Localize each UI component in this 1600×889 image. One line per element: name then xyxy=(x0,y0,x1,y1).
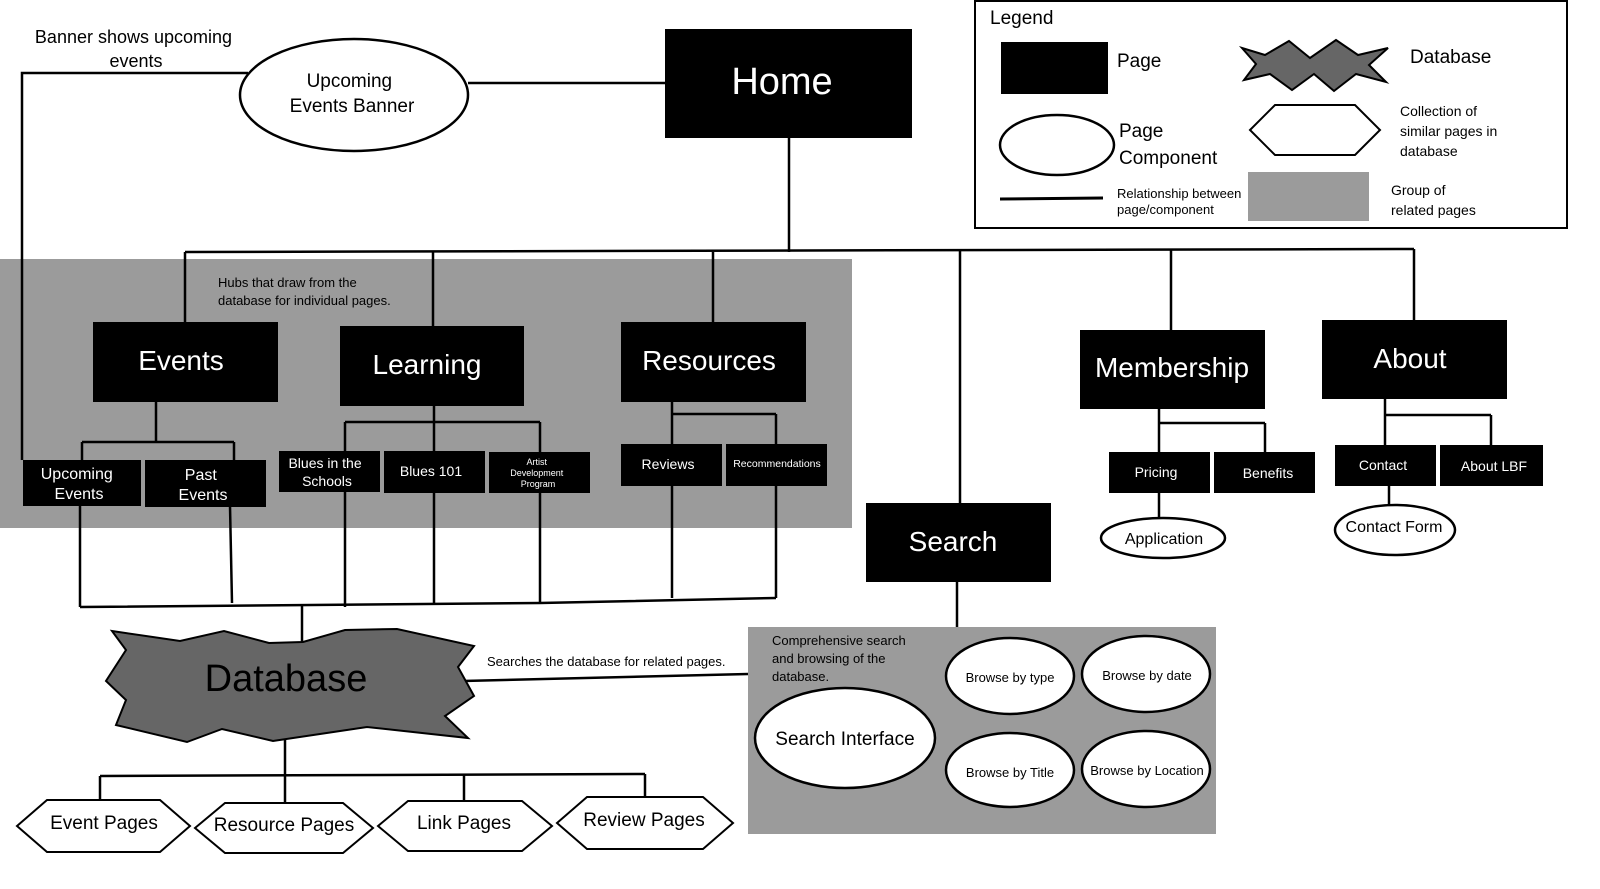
page-resources: Resources xyxy=(621,322,806,402)
svg-text:Upcoming Events Banner: Upcoming Events Banner xyxy=(290,71,415,117)
banner-note: Banner shows upcoming events xyxy=(35,27,237,71)
svg-text:Review Pages: Review Pages xyxy=(583,810,704,831)
svg-text:Upcoming Events: Upcoming Events xyxy=(41,466,117,503)
collection-event-pages: Event Pages xyxy=(15,799,192,853)
svg-text:Past Events: Past Events xyxy=(179,467,228,504)
search-db-note: Searches the database for related pages. xyxy=(487,654,726,669)
component-application: Application xyxy=(1099,516,1227,560)
page-membership: Membership xyxy=(1080,330,1265,409)
component-contact-form: Contact Form xyxy=(1333,503,1457,557)
legend-component-label: Page Component xyxy=(1119,121,1218,169)
legend-page-swatch xyxy=(1001,42,1108,94)
collection-link-pages: Link Pages xyxy=(376,800,554,852)
legend: Legend Page Page Component Relationship … xyxy=(974,0,1568,229)
svg-text:About: About xyxy=(1373,343,1446,374)
legend-collection-label: Collection of similar pages in database xyxy=(1400,103,1501,159)
svg-text:Browse by Location: Browse by Location xyxy=(1090,763,1203,778)
svg-text:Event Pages: Event Pages xyxy=(50,813,158,834)
legend-group-label: Group of related pages xyxy=(1391,182,1476,218)
legend-page-label: Page xyxy=(1117,51,1161,72)
page-artist-development-program: Artist Development Program xyxy=(489,452,590,493)
legend-relationship-label: Relationship between page/component xyxy=(1117,186,1245,217)
page-blues-101: Blues 101 xyxy=(384,451,485,493)
page-events: Events xyxy=(93,322,278,402)
component-browse-by-location: Browse by Location xyxy=(1080,729,1212,809)
page-search: Search xyxy=(866,503,1051,582)
component-browse-by-type: Browse by type xyxy=(944,636,1076,716)
page-home: Home xyxy=(665,29,912,138)
legend-database-swatch xyxy=(1238,38,1390,93)
svg-text:Search: Search xyxy=(909,526,998,557)
svg-text:Contact: Contact xyxy=(1359,457,1407,473)
legend-component-swatch xyxy=(998,113,1116,177)
svg-text:Reviews: Reviews xyxy=(642,456,695,472)
component-search-interface: Search Interface xyxy=(753,686,937,790)
page-pricing: Pricing xyxy=(1109,452,1210,493)
svg-text:Blues in the Schools: Blues in the Schools xyxy=(288,455,365,489)
svg-text:Pricing: Pricing xyxy=(1135,464,1178,480)
page-benefits: Benefits xyxy=(1214,452,1315,493)
page-learning: Learning xyxy=(340,326,524,406)
search-group-note: Comprehensive search and browsing of the… xyxy=(772,633,909,684)
connectors xyxy=(20,71,1493,803)
svg-text:Contact Form: Contact Form xyxy=(1346,519,1443,536)
legend-collection-swatch xyxy=(1248,104,1382,156)
database-node: Database xyxy=(104,627,476,744)
svg-text:Resources: Resources xyxy=(642,345,776,376)
svg-text:About LBF: About LBF xyxy=(1461,458,1527,474)
svg-text:Resource Pages: Resource Pages xyxy=(214,815,354,836)
page-reviews: Reviews xyxy=(621,444,722,486)
svg-text:Membership: Membership xyxy=(1095,352,1249,383)
legend-relationship-swatch xyxy=(999,196,1104,201)
page-about-lbf: About LBF xyxy=(1440,445,1543,486)
page-about: About xyxy=(1322,320,1507,399)
svg-text:Application: Application xyxy=(1125,531,1203,548)
svg-text:Benefits: Benefits xyxy=(1243,465,1294,481)
svg-text:Link Pages: Link Pages xyxy=(417,813,511,834)
upcoming-events-banner: Upcoming Events Banner xyxy=(238,37,470,153)
svg-text:Search Interface: Search Interface xyxy=(775,729,914,750)
svg-text:Recommendations: Recommendations xyxy=(733,458,821,470)
svg-text:Database: Database xyxy=(205,658,368,700)
page-contact: Contact xyxy=(1335,445,1436,486)
svg-text:Browse by date: Browse by date xyxy=(1102,668,1192,683)
page-blues-in-the-schools: Blues in the Schools xyxy=(279,451,380,492)
svg-text:Artist Development: Artist Development Program xyxy=(510,457,566,489)
page-upcoming-events: Upcoming Events xyxy=(23,460,141,506)
svg-text:Home: Home xyxy=(731,61,832,103)
svg-text:Learning: Learning xyxy=(373,349,482,380)
collection-resource-pages: Resource Pages xyxy=(193,802,375,854)
svg-text:Browse by type: Browse by type xyxy=(966,670,1055,685)
legend-title: Legend xyxy=(990,8,1053,29)
page-past-events: Past Events xyxy=(145,460,266,507)
legend-group-swatch xyxy=(1248,172,1369,221)
hubs-note: Hubs that draw from the database for ind… xyxy=(218,275,391,308)
page-recommendations: Recommendations xyxy=(726,444,827,486)
component-browse-by-date: Browse by date xyxy=(1080,634,1212,714)
collection-review-pages: Review Pages xyxy=(555,796,735,850)
svg-text:Browse by Title: Browse by Title xyxy=(966,765,1054,780)
svg-text:Events: Events xyxy=(138,345,224,376)
component-browse-by-title: Browse by Title xyxy=(944,731,1076,809)
svg-text:Blues 101: Blues 101 xyxy=(400,463,462,479)
legend-database-label: Database xyxy=(1410,47,1491,68)
